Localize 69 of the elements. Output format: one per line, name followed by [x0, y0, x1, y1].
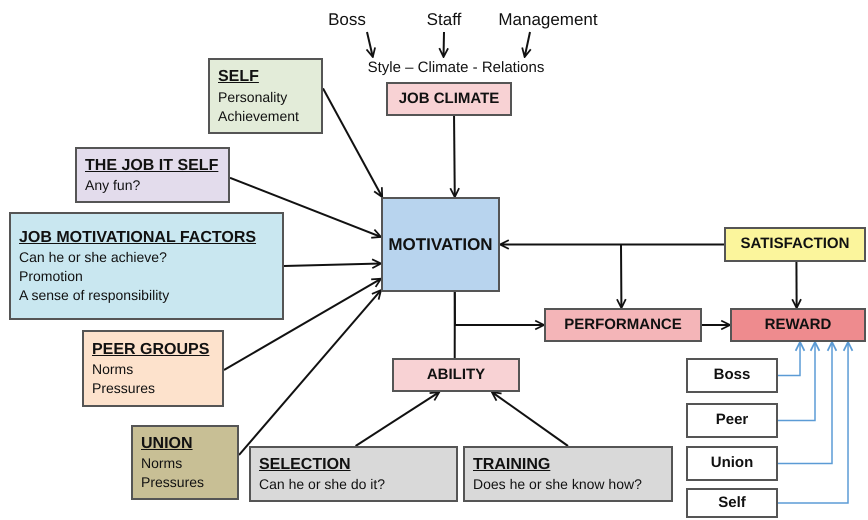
- box-heading: SELF: [218, 67, 260, 88]
- arrow: [322, 88, 384, 198]
- box-title: MOTIVATION: [388, 234, 493, 256]
- concept-box: [686, 403, 778, 438]
- arrow: [702, 320, 731, 330]
- box-text: Norms: [92, 360, 134, 380]
- box-title: PERFORMANCE: [564, 314, 682, 335]
- box-heading: UNION: [141, 434, 194, 454]
- arrow: [778, 341, 838, 464]
- box-heading: SELECTION: [259, 454, 352, 475]
- box-title: Union: [710, 453, 754, 474]
- arrow: [449, 116, 460, 198]
- concept-box: [686, 358, 778, 393]
- arrow: [230, 176, 382, 239]
- box-heading: THE JOB IT SELF: [85, 156, 220, 176]
- box-text: Any fun?: [85, 176, 142, 196]
- arrow: [616, 244, 724, 309]
- factor-box: [208, 58, 323, 134]
- concept-box: [392, 358, 520, 392]
- connector-line: [454, 292, 456, 358]
- concept-box: [686, 488, 778, 518]
- box-text: Does he or she know how?: [473, 475, 643, 494]
- box-text: Pressures: [92, 379, 156, 398]
- arrow: [366, 32, 376, 58]
- box-heading: JOB MOTIVATIONAL FACTORS: [19, 228, 258, 248]
- concept-box: [544, 308, 702, 342]
- factor-box: [75, 147, 230, 203]
- box-title: SATISFACTION: [740, 234, 850, 254]
- concept-box: [386, 82, 512, 116]
- box-title: REWARD: [764, 314, 832, 335]
- concept-box: [724, 227, 866, 262]
- box-text: Pressures: [141, 473, 206, 492]
- text-label: Management: [488, 8, 608, 32]
- box-title: Peer: [716, 410, 748, 430]
- box-text: Personality: [218, 88, 288, 107]
- arrow: [778, 341, 820, 422]
- box-heading: TRAINING: [473, 454, 552, 475]
- box-text: Promotion: [19, 267, 84, 286]
- text-label: Boss: [322, 8, 372, 32]
- box-title: JOB CLIMATE: [398, 88, 500, 109]
- arrow: [438, 32, 449, 58]
- box-text: Can he or she do it?: [259, 475, 386, 494]
- arrow: [778, 341, 854, 504]
- concept-box: [730, 308, 866, 342]
- box-heading: PEER GROUPS: [92, 340, 210, 360]
- factor-box: [82, 330, 224, 407]
- arrow: [355, 391, 440, 447]
- text-label: Staff: [418, 8, 470, 32]
- arrow: [791, 262, 802, 309]
- arrow: [778, 341, 806, 376]
- box-title: ABILITY: [426, 364, 486, 385]
- box-title: Self: [718, 492, 746, 513]
- arrow: [224, 278, 382, 371]
- box-text: A sense of responsibility: [19, 286, 170, 306]
- arrow: [284, 258, 382, 269]
- factor-box: [131, 425, 239, 500]
- arrow: [521, 32, 532, 58]
- box-text: Achievement: [218, 106, 300, 126]
- text-label: Style – Climate - Relations: [352, 57, 560, 79]
- arrow: [238, 289, 382, 456]
- factor-box: [463, 446, 673, 502]
- box-text: Can he or she achieve?: [19, 248, 168, 268]
- concept-box: [686, 446, 778, 481]
- concept-box: [381, 197, 500, 292]
- factor-box: [9, 212, 284, 320]
- box-text: Norms: [141, 454, 184, 474]
- factor-box: [249, 446, 458, 502]
- box-title: Boss: [714, 365, 750, 386]
- arrow: [490, 391, 569, 447]
